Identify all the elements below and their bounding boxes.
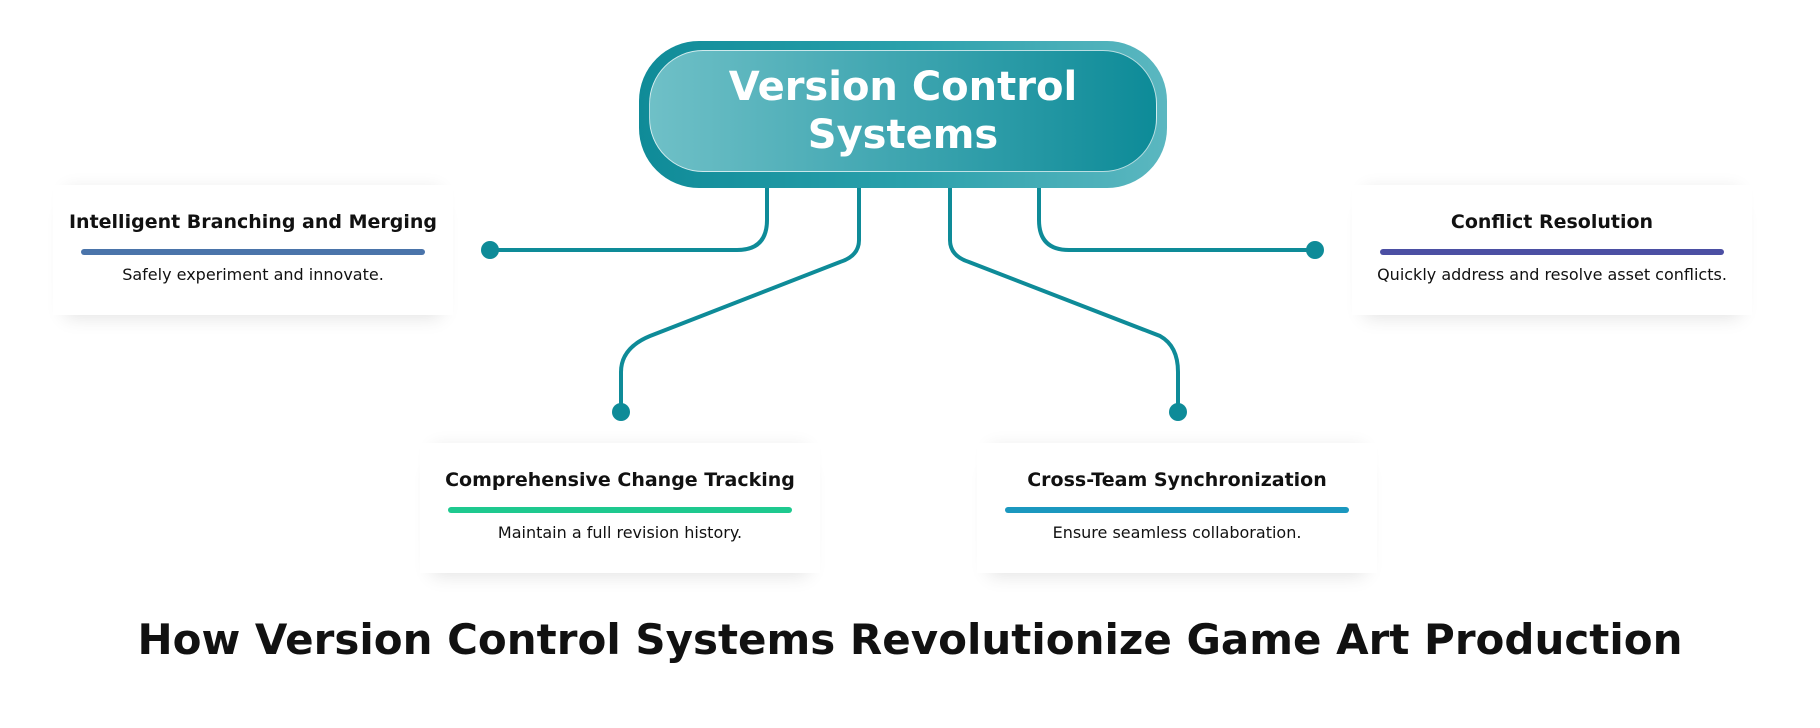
node-title: Intelligent Branching and Merging — [68, 211, 438, 233]
dot-conflict — [1306, 241, 1324, 259]
node-subtitle: Safely experiment and innovate. — [122, 265, 384, 284]
node-card-branching: Intelligent Branching and Merging Safely… — [53, 185, 453, 315]
node-title: Cross-Team Synchronization — [1027, 469, 1327, 491]
dot-tracking — [612, 403, 630, 421]
node-title: Conflict Resolution — [1450, 211, 1654, 233]
dot-sync — [1169, 403, 1187, 421]
node-card-tracking: Comprehensive Change Tracking Maintain a… — [420, 443, 820, 573]
connector-sync — [948, 188, 1180, 412]
connector-branching — [490, 188, 769, 252]
dot-branching — [481, 241, 499, 259]
node-subtitle: Maintain a full revision history. — [497, 523, 743, 542]
node-subtitle: Ensure seamless collaboration. — [1052, 523, 1302, 542]
central-node: Version Control Systems — [639, 41, 1167, 188]
central-node-title: Version Control Systems — [728, 64, 1078, 158]
node-underline — [81, 249, 425, 255]
node-underline — [1005, 507, 1349, 513]
node-subtitle: Quickly address and resolve asset confli… — [1377, 265, 1727, 284]
node-card-sync: Cross-Team Synchronization Ensure seamle… — [977, 443, 1377, 573]
main-title: How Version Control Systems Revolutioniz… — [137, 615, 1683, 664]
node-card-conflict: Conflict Resolution Quickly address and … — [1352, 185, 1752, 315]
node-underline — [448, 507, 792, 513]
connector-conflict — [1037, 188, 1315, 252]
connector-tracking — [619, 188, 861, 412]
node-underline — [1380, 249, 1724, 255]
node-title: Comprehensive Change Tracking — [445, 469, 795, 491]
